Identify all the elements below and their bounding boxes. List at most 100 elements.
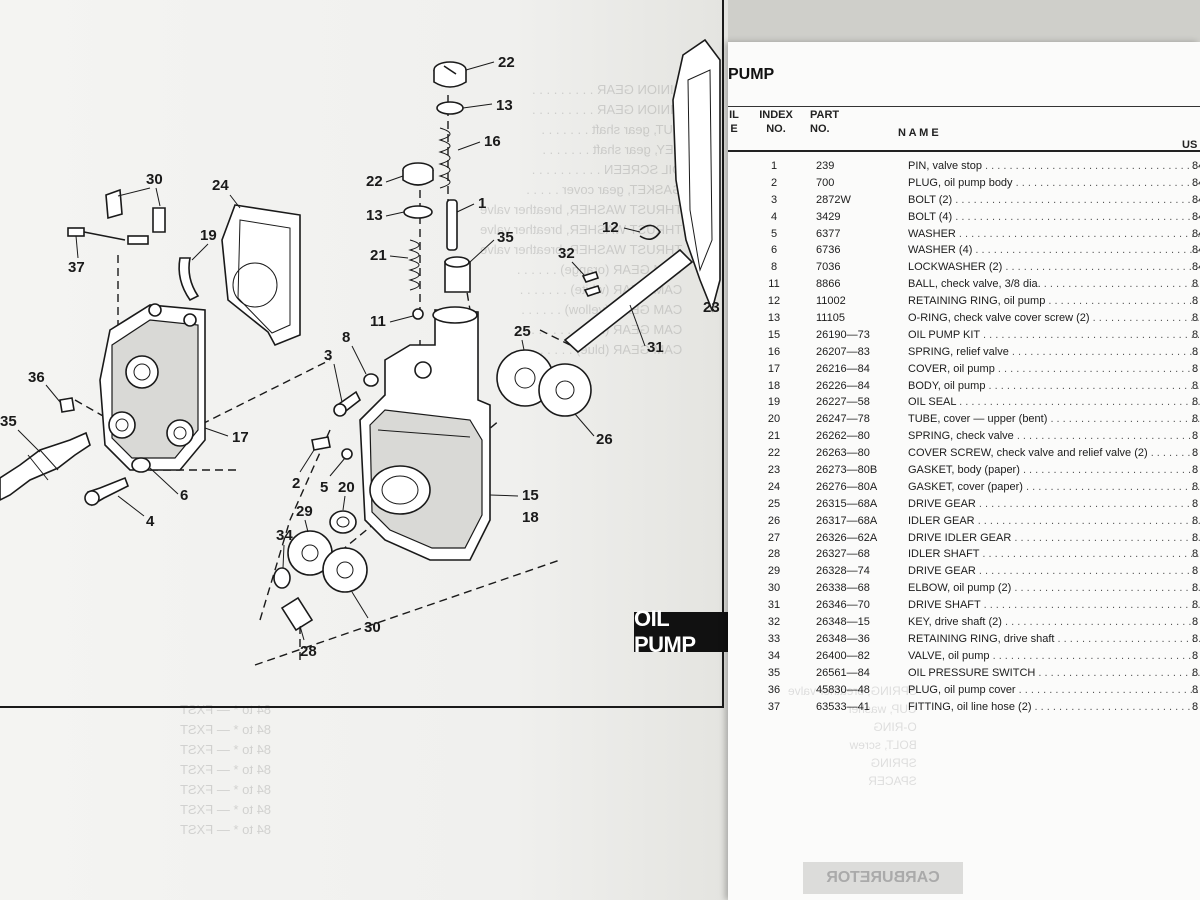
index-cell: 2 bbox=[770, 176, 778, 189]
name-cell: VALVE, oil pump bbox=[908, 648, 1200, 664]
header-fragment: IL E bbox=[729, 109, 739, 135]
callout-16: 16 bbox=[484, 133, 501, 150]
name-cell: WASHER (4) bbox=[908, 242, 1200, 258]
part-number-cell: 26328—74 bbox=[816, 565, 870, 578]
name-cell: COVER SCREW, check valve and relief valv… bbox=[908, 445, 1200, 461]
table-row: 56377WASHER84 bbox=[728, 226, 1200, 243]
part-number-cell: 11002 bbox=[816, 295, 846, 308]
name-cell: KEY, drive shaft (2) bbox=[908, 614, 1200, 630]
callout-27: 30 bbox=[364, 619, 381, 636]
left-page: PINION GEAR . . . . . . . . . PINION GEA… bbox=[0, 0, 728, 900]
index-cell: 29 bbox=[767, 565, 781, 578]
name-cell: BALL, check valve, 3/8 dia. bbox=[908, 276, 1200, 292]
part-number-cell: 26315—68A bbox=[816, 497, 878, 510]
name-cell: FITTING, oil line hose (2) bbox=[908, 699, 1200, 715]
name-cell: O-RING, check valve cover screw (2) bbox=[908, 310, 1200, 326]
callouts: 22 13 16 22 13 1 21 35 11 8 3 2 5 bbox=[0, 54, 720, 660]
part-number-cell: 26327—68 bbox=[816, 548, 870, 561]
part-number-cell: 26273—80B bbox=[816, 464, 878, 477]
callout-19: 20 bbox=[338, 479, 355, 496]
part-number-cell: 26317—68A bbox=[816, 514, 878, 527]
index-cell: 37 bbox=[767, 700, 781, 713]
header-used-on: US bbox=[1182, 139, 1198, 151]
name-cell: SPRING, check valve bbox=[908, 428, 1200, 444]
used-on-cell: 84 bbox=[1192, 227, 1200, 240]
name-cell: DRIVE GEAR bbox=[908, 496, 1200, 512]
used-on-cell: 8 bbox=[1192, 362, 1199, 375]
used-on-cell: 8 bbox=[1192, 497, 1199, 510]
part-number-cell: 26346—70 bbox=[816, 599, 870, 612]
callout-15: 15 bbox=[522, 487, 539, 504]
index-cell: 30 bbox=[767, 582, 781, 595]
callout-36: 36 bbox=[28, 369, 45, 386]
used-on-cell: 8 bbox=[1192, 548, 1199, 561]
name-cell: DRIVE IDLER GEAR bbox=[908, 530, 1200, 546]
callout-1: 1 bbox=[478, 195, 486, 212]
part-number-cell: 6377 bbox=[816, 227, 841, 240]
name-cell: PLUG, oil pump body bbox=[908, 175, 1200, 191]
index-cell: 13 bbox=[767, 312, 781, 325]
used-on-cell: 84 bbox=[1192, 261, 1200, 274]
callout-21: 21 bbox=[370, 247, 387, 264]
callout-8: 8 bbox=[342, 329, 350, 346]
name-cell: IDLER SHAFT bbox=[908, 546, 1200, 562]
callout-20: 19 bbox=[200, 227, 217, 244]
callout-12: 12 bbox=[602, 219, 619, 236]
callout-13-top: 13 bbox=[496, 97, 513, 114]
name-cell: LOCKWASHER (2) bbox=[908, 259, 1200, 275]
used-on-cell: 8 bbox=[1192, 649, 1199, 662]
callout-30: 30 bbox=[146, 171, 163, 188]
callout-17: 17 bbox=[232, 429, 249, 446]
part-number-cell: 26216—84 bbox=[816, 362, 870, 375]
index-cell: 4 bbox=[770, 210, 778, 223]
name-cell: DRIVE SHAFT bbox=[908, 597, 1200, 613]
part-number-cell: 8866 bbox=[816, 278, 841, 291]
index-cell: 11 bbox=[768, 278, 780, 291]
name-cell: COVER, oil pump bbox=[908, 361, 1200, 377]
callout-24: 24 bbox=[212, 177, 229, 194]
used-on-cell: 8 bbox=[1192, 464, 1199, 477]
table-row: 25 26315—68A DRIVE GEAR8 bbox=[728, 496, 1200, 513]
used-on-cell: 8 bbox=[1192, 328, 1199, 341]
exploded-diagram: 22 13 16 22 13 1 21 35 11 8 3 2 5 bbox=[0, 38, 721, 666]
used-on-cell: 8 bbox=[1192, 312, 1199, 325]
part-number-cell: 45830—48 bbox=[816, 683, 870, 696]
used-on-cell: 8 bbox=[1192, 447, 1199, 460]
callout-22-mid: 22 bbox=[366, 173, 383, 190]
name-cell: BOLT (2) bbox=[908, 192, 1200, 208]
used-on-cell: 8 bbox=[1192, 514, 1199, 527]
name-cell: GASKET, body (paper) bbox=[908, 462, 1200, 478]
name-cell: RETAINING RING, drive shaft bbox=[908, 631, 1200, 647]
callout-32: 32 bbox=[558, 245, 575, 262]
callout-25: 25 bbox=[514, 323, 531, 340]
index-cell: 16 bbox=[767, 345, 781, 358]
header-name: N A M E bbox=[898, 127, 939, 139]
name-cell: BODY, oil pump bbox=[908, 378, 1200, 394]
used-on-cell: 8 bbox=[1192, 480, 1199, 493]
index-cell: 25 bbox=[767, 497, 781, 510]
callout-29: 29 bbox=[296, 503, 313, 520]
used-on-cell: 8 bbox=[1192, 531, 1199, 544]
oil-pump-banner: OIL PUMP bbox=[634, 606, 728, 657]
figure-frame bbox=[0, 0, 724, 708]
section-title: PUMP bbox=[728, 66, 775, 83]
used-on-cell: 8 bbox=[1192, 413, 1199, 426]
part-number-cell: 26276—80A bbox=[816, 480, 878, 493]
part-number-cell: 2872W bbox=[816, 193, 851, 206]
